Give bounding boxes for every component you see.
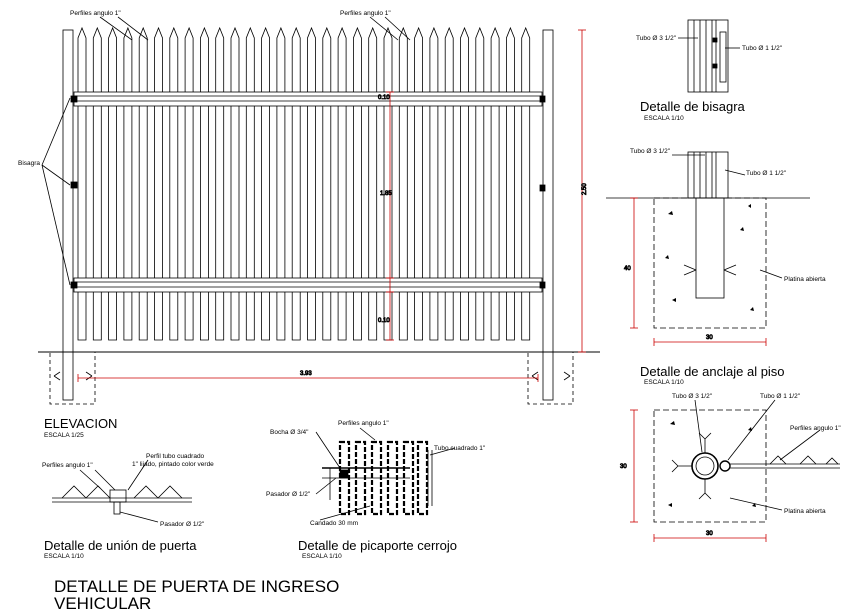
elevation-label-top-right: Perfiles angulo 1" [340, 10, 391, 17]
picket [337, 26, 347, 341]
plan-footing [653, 409, 767, 523]
picket [245, 26, 255, 341]
anchor-detail: 40 30 [606, 151, 810, 346]
elevation-view: 2.50 3.93 1.85 0.10 0.10 [38, 16, 600, 405]
plan-dim-width: 30 [706, 531, 713, 537]
dim-height: 2.50 [582, 183, 588, 195]
latch-title: Detalle de picaporte cerrojo [298, 538, 457, 553]
union-label-profiles: Perfiles angulo 1" [42, 462, 93, 469]
latch-detail [315, 427, 456, 521]
anchor-label-left: Tubo Ø 3 1/2" [630, 148, 671, 155]
picket [77, 26, 87, 341]
picket [200, 26, 209, 341]
elevation-dimensions [77, 29, 586, 382]
picket [291, 26, 301, 341]
latch-label-pin: Pasador Ø 1/2" [266, 491, 311, 498]
picket [322, 26, 332, 341]
anchor-label-plate: Platina abierta [784, 276, 826, 283]
union-label-pin: Pasador Ø 1/2" [160, 521, 205, 528]
picket-group [77, 26, 531, 341]
picket [261, 26, 270, 341]
latch-scale: ESCALA 1/10 [302, 553, 342, 560]
latch-bar [416, 440, 429, 516]
picket [92, 26, 102, 341]
hinge-label-left: Tubo Ø 3 1/2" [636, 35, 677, 42]
right-post [542, 29, 554, 401]
union-detail [52, 459, 192, 523]
anchor-title: Detalle de anclaje al piso [640, 364, 785, 379]
union-scale: ESCALA 1/10 [44, 553, 84, 560]
plan-label-plate: Platina abierta [784, 508, 826, 515]
dim-top: 0.10 [378, 95, 390, 101]
dim-width: 3.93 [300, 371, 312, 377]
union-label-tube-2: 1" lijado, pintado color verde [132, 461, 214, 468]
plan-detail: 30 30 [620, 399, 840, 542]
elevation-scale: ESCALA 1/25 [44, 432, 84, 439]
picket [307, 26, 316, 341]
picket [460, 26, 469, 341]
anchor-dim-width: 30 [706, 335, 713, 341]
elevation-label-hinge: Bisagra [18, 160, 40, 167]
picket [353, 26, 362, 341]
picket [398, 26, 408, 341]
elevation-title: ELEVACION [44, 416, 117, 431]
union-label-tube-1: Perfil tubo cuadrado [146, 453, 205, 460]
hinge-top [70, 95, 78, 103]
hinge-detail [678, 19, 740, 93]
dim-bottom: 0.10 [378, 318, 390, 324]
dim-mid: 1.85 [380, 191, 392, 197]
elevation-label-top-left: Perfiles angulo 1" [70, 10, 121, 17]
anchor-label-right: Tubo Ø 1 1/2" [746, 170, 787, 177]
picket [475, 26, 485, 341]
plan-label-left: Tubo Ø 3 1/2" [672, 393, 713, 400]
picket [123, 26, 133, 341]
picket [108, 26, 117, 341]
picket [429, 26, 439, 341]
latch-label-tube: Tubo cuadrado 1" [434, 445, 486, 452]
hinge-title: Detalle de bisagra [640, 99, 746, 114]
anchor-scale: ESCALA 1/10 [644, 379, 684, 386]
plan-label-right: Tubo Ø 1 1/2" [760, 393, 801, 400]
latch-label-bochon: Bocha Ø 3/4" [270, 429, 309, 436]
hinge-label-right: Tubo Ø 1 1/2" [742, 45, 783, 52]
picket [138, 26, 148, 341]
picket [276, 26, 286, 341]
left-post [62, 29, 74, 401]
drawing-title-line1: DETALLE DE PUERTA DE INGRESO [54, 577, 339, 596]
picket [154, 26, 163, 341]
picket [184, 26, 194, 341]
picket [506, 26, 515, 341]
picket [414, 26, 423, 341]
plan-dim-height: 30 [620, 464, 627, 470]
picket [169, 26, 179, 341]
picket [368, 26, 378, 341]
picket [215, 26, 225, 341]
latch-label-profiles: Perfiles angulo 1" [338, 420, 389, 427]
anchor-dim-height: 40 [624, 266, 631, 272]
small-tube [719, 460, 731, 472]
picket [230, 26, 240, 341]
latch-label-bolt: Candado 30 mm [310, 520, 358, 527]
hinge-mid [70, 181, 78, 189]
hinge-scale: ESCALA 1/10 [644, 115, 684, 122]
drawing-title-line2: VEHICULAR [54, 594, 151, 613]
picket [444, 26, 454, 341]
picket [490, 26, 500, 341]
hinge-bottom [70, 281, 78, 289]
picket [521, 26, 531, 341]
plan-label-profiles: Perfiles angulo 1" [790, 425, 841, 432]
union-title: Detalle de unión de puerta [44, 538, 197, 553]
